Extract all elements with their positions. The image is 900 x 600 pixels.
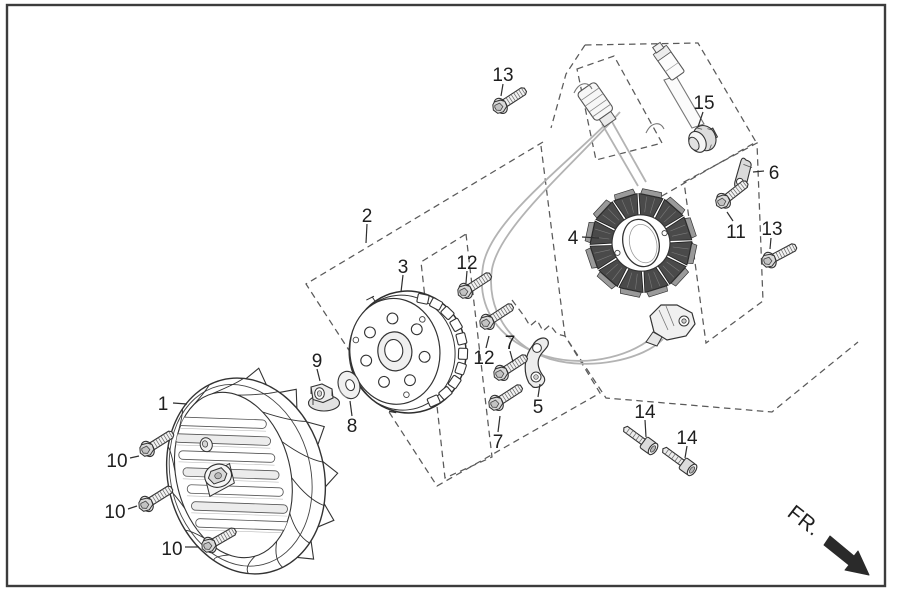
callout-4: 4 — [568, 228, 600, 249]
callout-7: 7 — [493, 415, 504, 453]
washer-part-8 — [337, 370, 361, 400]
callout-label: 3 — [398, 257, 409, 278]
callout-7: 7 — [505, 333, 516, 363]
callout-label: 12 — [456, 253, 477, 274]
wire-break-marks — [573, 83, 665, 134]
callout-label: 15 — [693, 93, 714, 114]
callout-12: 12 — [456, 253, 478, 284]
callout-label: 13 — [492, 65, 513, 86]
callout-label: 11 — [726, 222, 746, 243]
callout-label: 10 — [104, 502, 125, 523]
callout-label: 14 — [634, 402, 656, 423]
grommet-part-15 — [688, 124, 719, 153]
callout-1: 1 — [158, 394, 188, 415]
phantom-box-bolts — [420, 232, 493, 479]
callout-9: 9 — [312, 351, 323, 382]
callout-label: 6 — [769, 163, 780, 184]
callout-5: 5 — [533, 383, 544, 418]
callout-13: 13 — [492, 65, 514, 97]
stator-coil — [584, 188, 698, 298]
callout-label: 10 — [161, 539, 182, 560]
callout-label: 4 — [568, 228, 579, 249]
callout-label: 7 — [505, 333, 516, 354]
flange-nut-part-9 — [307, 383, 341, 412]
callout-label: 2 — [362, 206, 373, 227]
callout-10: 10 — [104, 502, 138, 523]
callout-label: 1 — [158, 394, 169, 415]
front-direction-arrow-icon — [823, 535, 870, 576]
callout-14: 14 — [676, 428, 698, 459]
callout-3: 3 — [398, 257, 409, 293]
pickup-coil — [645, 304, 696, 347]
callout-10: 10 — [161, 539, 199, 560]
callout-label: 14 — [676, 428, 698, 449]
phantom-box-mounts — [683, 141, 764, 345]
callout-2: 2 — [362, 206, 373, 244]
phantom-boxes — [305, 42, 859, 487]
wire-harness — [573, 41, 705, 134]
callout-label: 5 — [533, 397, 544, 418]
callout-label: 10 — [106, 451, 127, 472]
callout-12: 12 — [473, 335, 495, 369]
callout-13: 13 — [761, 219, 783, 250]
phantom-box-harness — [584, 42, 757, 205]
cooling-fan — [165, 367, 339, 575]
phantom-box-connectors — [576, 55, 663, 161]
phantom-box-harness-left — [550, 44, 586, 129]
phantom-box-rotor — [305, 141, 601, 487]
fan-hub — [199, 437, 235, 498]
bracket-part-5 — [524, 337, 549, 388]
callout-label: 8 — [347, 416, 358, 437]
callout-label: 9 — [312, 351, 323, 372]
callout-6: 6 — [752, 163, 780, 184]
callout-11: 11 — [726, 211, 746, 243]
flywheel-rotor — [348, 290, 469, 414]
phantom-box-pickup — [511, 299, 859, 413]
harness-plug-cap — [577, 82, 617, 128]
callout-15: 15 — [693, 93, 715, 128]
callout-label: 7 — [493, 432, 504, 453]
callout-14: 14 — [634, 402, 656, 438]
harness-connector — [651, 41, 685, 81]
callout-8: 8 — [347, 400, 358, 437]
diagram-frame — [5, 3, 887, 588]
callout-label: 12 — [473, 348, 494, 369]
callout-10: 10 — [106, 451, 140, 472]
callout-label: 13 — [761, 219, 782, 240]
